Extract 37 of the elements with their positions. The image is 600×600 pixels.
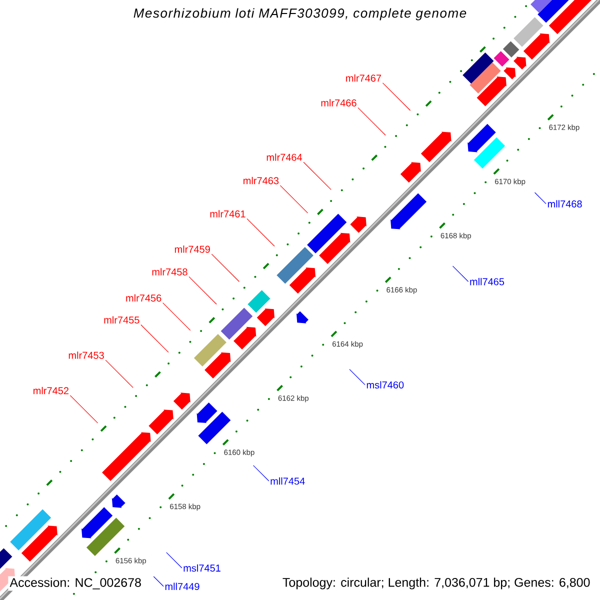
gene-label: mlr7459 <box>174 246 210 253</box>
leader-line <box>303 162 332 190</box>
leader-line <box>358 107 386 136</box>
leader-line <box>253 465 270 482</box>
leader-line <box>534 192 546 204</box>
leader-line <box>153 576 164 587</box>
leader-line <box>188 276 217 305</box>
gene-label: mlr7467 <box>346 74 382 82</box>
gene-label: mll7465 <box>470 278 504 286</box>
gene-label: mlr7455 <box>104 316 140 324</box>
genome-info-text: Topology: circular; Length: 7,036,071 bp; Genes: 6,800 <box>280 576 592 591</box>
gene-label: mlr7464 <box>266 154 302 161</box>
gene-label: msl7460 <box>366 381 404 389</box>
gene-label: mll7449 <box>165 582 200 590</box>
gene-label: mll7454 <box>270 477 305 485</box>
gene-label: mlr7456 <box>126 294 162 302</box>
leader-line <box>349 369 366 386</box>
accession-text: Accession: NC_002678 <box>8 576 143 591</box>
leader-line <box>211 254 240 282</box>
leader-line <box>70 395 98 424</box>
gene-label: mlr7461 <box>210 210 246 218</box>
leader-line <box>280 185 308 214</box>
leader-line <box>166 552 182 568</box>
gene-label: mll7468 <box>548 200 582 208</box>
gene-label: msl7451 <box>184 564 220 572</box>
leader-line <box>382 82 411 111</box>
leader-line <box>162 302 191 331</box>
leader-line <box>452 266 469 282</box>
gene-label: mlr7452 <box>34 386 68 394</box>
gene-label: mlr7466 <box>321 99 356 106</box>
leader-line <box>246 218 275 247</box>
leader-line <box>140 324 169 353</box>
gene-label: mlr7463 <box>244 176 279 184</box>
gene-label: mlr7458 <box>152 268 188 276</box>
leader-line <box>105 360 134 388</box>
gene-label: mlr7453 <box>68 352 104 359</box>
title: Mesorhizobium loti MAFF303099, complete genome <box>134 8 466 20</box>
